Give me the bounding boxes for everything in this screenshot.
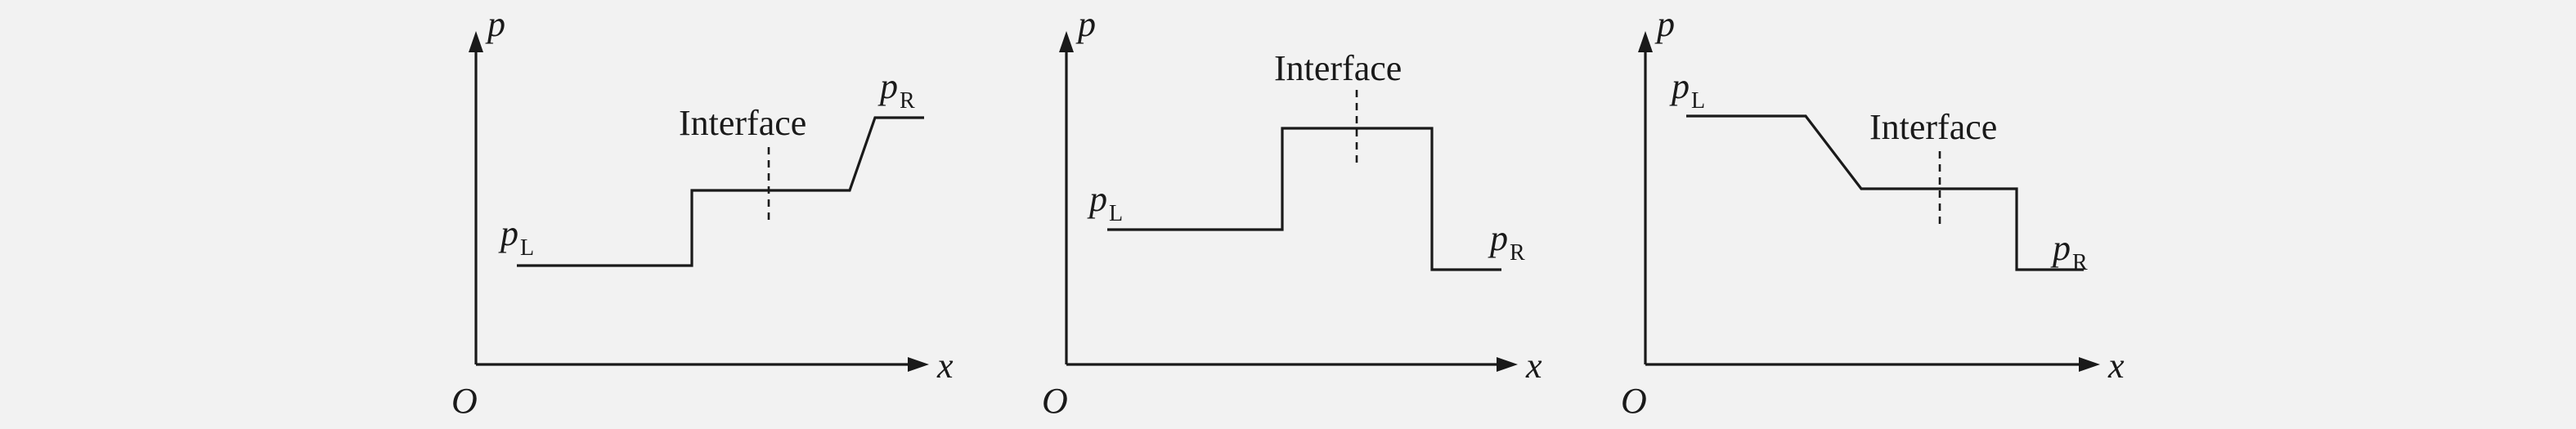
panel-1-interface-label: Interface xyxy=(679,103,806,143)
panel-3-left-pressure-label: pL xyxy=(1669,66,1705,114)
panel-2: O x p pL pR Interface xyxy=(1042,4,1542,421)
panel-2-y-axis-arrow-icon xyxy=(1059,31,1074,52)
panel-3-x-axis-arrow-icon xyxy=(2079,357,2100,372)
panel-3-y-axis-arrow-icon xyxy=(1638,31,1653,52)
panel-1-right-pressure-label: pR xyxy=(877,66,915,114)
panel-1-origin-label: O xyxy=(451,381,478,421)
panel-2-x-axis-label: x xyxy=(1525,346,1542,386)
panel-3-x-axis-label: x xyxy=(2107,346,2125,386)
panel-2-interface-label: Interface xyxy=(1274,48,1402,88)
panel-3-y-axis-label: p xyxy=(1654,4,1675,44)
panel-1-pressure-curve xyxy=(517,116,924,267)
panel-1-x-axis-label: x xyxy=(936,346,954,386)
panel-2-x-axis-arrow-icon xyxy=(1497,357,1518,372)
panel-1: O x p pL pR Interface xyxy=(451,4,954,421)
panel-1-left-pressure-label: pL xyxy=(498,213,534,261)
panel-2-pressure-curve xyxy=(1107,127,1501,271)
panel-3: O x p pL pR Interface xyxy=(1621,4,2125,421)
panel-2-left-pressure-label: pL xyxy=(1087,179,1123,226)
panel-3-origin-label: O xyxy=(1621,381,1647,421)
panel-3-right-pressure-label: pR xyxy=(2050,228,2088,275)
panel-1-y-axis-arrow-icon xyxy=(469,31,483,52)
panel-3-interface-label: Interface xyxy=(1869,107,1997,147)
panel-3-pressure-curve xyxy=(1686,114,2084,271)
panel-1-x-axis-arrow-icon xyxy=(908,357,929,372)
panel-2-origin-label: O xyxy=(1042,381,1068,421)
panel-2-y-axis-label: p xyxy=(1075,4,1096,44)
panel-2-right-pressure-label: pR xyxy=(1488,218,1525,266)
panel-1-y-axis-label: p xyxy=(485,4,505,44)
